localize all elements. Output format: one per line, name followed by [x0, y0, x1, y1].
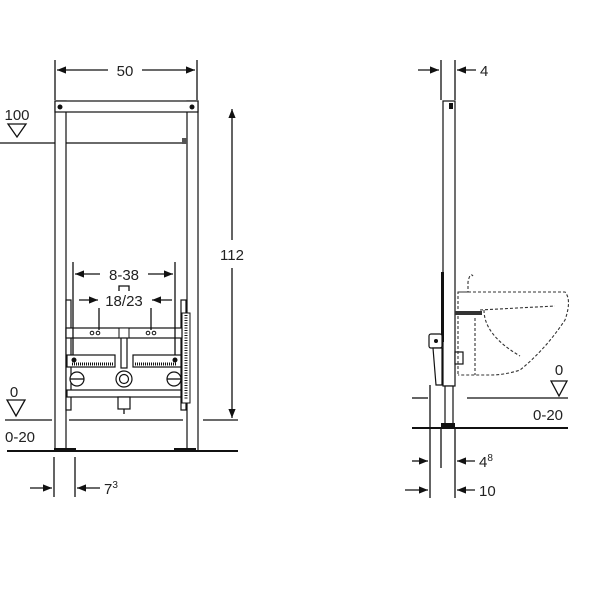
- height-dimension: 112: [220, 109, 244, 418]
- floor-levels: 0 0-20: [5, 384, 238, 452]
- width-label: 50: [117, 63, 134, 80]
- depth-dimension: 4: [418, 60, 488, 100]
- front-view: 50 100: [0, 60, 244, 498]
- side-view: 4 0 0-20: [405, 60, 570, 500]
- foot-offset-dimension: 73: [30, 457, 118, 498]
- connection-spacing-dimension: 8-38: [72, 262, 176, 355]
- side-floor-levels: 0 0-20: [412, 362, 569, 429]
- offset-dimensions: 48 10: [405, 385, 496, 500]
- level-triangle-icon: [5, 399, 27, 418]
- reference-level-marker: 100: [0, 107, 188, 144]
- level-triangle-icon: [6, 123, 28, 139]
- height-label: 112: [220, 247, 244, 264]
- inlet-spacing-label: 18/23: [105, 293, 143, 310]
- side-floor-level-label: 0: [555, 362, 563, 379]
- foot-offset-label: 73: [104, 480, 118, 498]
- floor-level-label: 0: [10, 384, 18, 401]
- offset-a-label: 48: [479, 453, 493, 471]
- connection-spacing-label: 8-38: [109, 267, 139, 284]
- frame: [54, 100, 199, 452]
- level-triangle-icon: [549, 380, 569, 398]
- reference-level-label: 100: [4, 107, 29, 124]
- side-floor-range-label: 0-20: [533, 407, 563, 424]
- frame-side: [428, 100, 482, 427]
- bidet-outline: [457, 274, 570, 376]
- floor-range-label: 0-20: [5, 429, 35, 446]
- depth-label: 4: [480, 63, 488, 80]
- inlet-spacing-dimension: 18/23: [79, 293, 172, 330]
- offset-b-label: 10: [479, 483, 496, 500]
- width-dimension: 50: [54, 60, 198, 100]
